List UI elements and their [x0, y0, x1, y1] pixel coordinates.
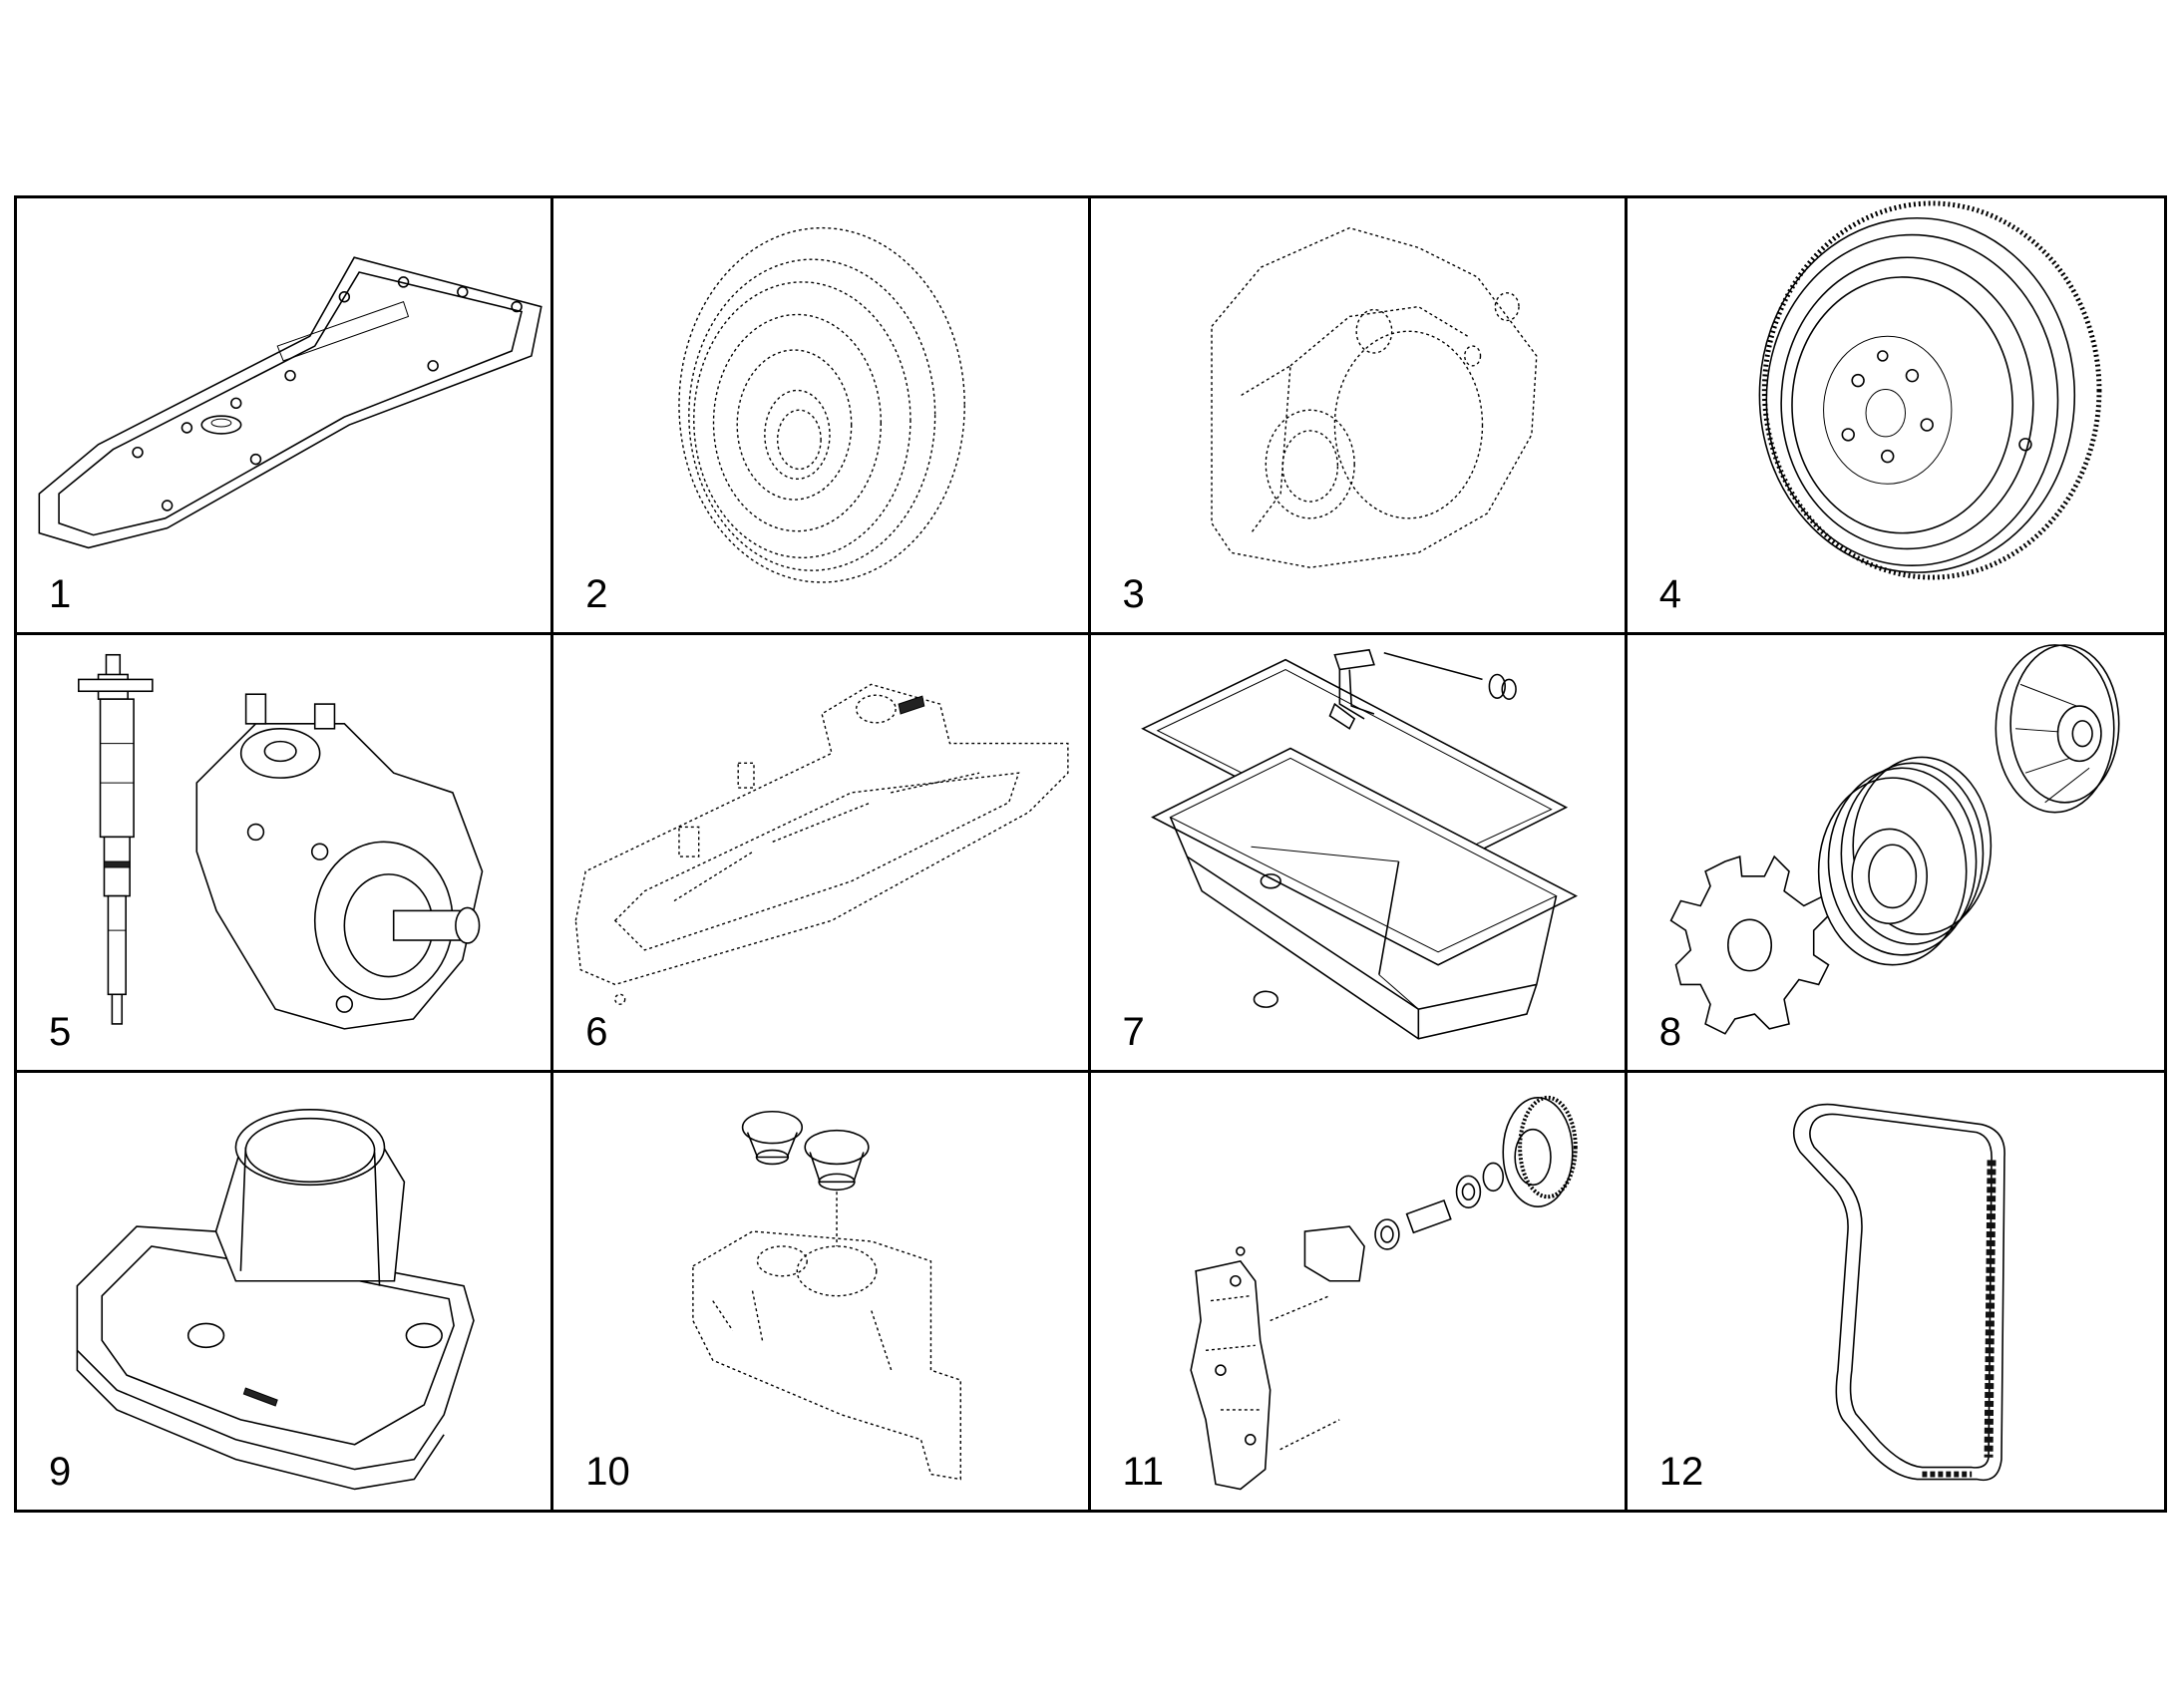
part-cell-3[interactable]: 3	[1090, 198, 1628, 636]
part-number-11: 11	[1122, 1450, 1165, 1494]
part-number-3: 3	[1122, 572, 1145, 617]
part-cell-7[interactable]: 7	[1090, 635, 1628, 1073]
thermostat-assembly-icon	[692, 1110, 962, 1481]
part-cell-6[interactable]: 6	[553, 635, 1091, 1073]
part-cell-2[interactable]: 2	[553, 198, 1091, 636]
part-number-2: 2	[585, 572, 608, 617]
part-cell-1[interactable]: 1	[17, 198, 554, 636]
part-number-5: 5	[49, 1009, 72, 1054]
part-cell-9[interactable]: 9	[17, 1072, 554, 1510]
part-number-12: 12	[1658, 1450, 1704, 1494]
cylinder-head-gasket-icon	[574, 683, 1069, 1006]
part-cell-11[interactable]: 11	[1091, 1072, 1628, 1510]
flywheel-housing-icon	[1210, 226, 1537, 568]
part-cell-4[interactable]: 4	[1627, 198, 2164, 636]
water-pump-parts-icon	[1669, 644, 2120, 1036]
oil-pump-assembly-icon	[1189, 1095, 1578, 1490]
part-number-9: 9	[49, 1450, 72, 1494]
oil-pan-icon	[1140, 649, 1578, 1040]
flywheel-icon	[1758, 200, 2102, 580]
drive-belt-icon	[1792, 1103, 2005, 1481]
part-cell-5[interactable]: 5	[17, 635, 554, 1073]
part-number-1: 1	[49, 572, 72, 617]
part-number-8: 8	[1658, 1009, 1681, 1054]
part-number-10: 10	[585, 1450, 630, 1494]
part-cell-10[interactable]: 10	[553, 1072, 1091, 1510]
damper-pulley-icon	[678, 226, 966, 583]
part-cell-8[interactable]: 8	[1627, 635, 2164, 1073]
injector-and-pump-icon	[78, 654, 484, 1030]
parts-grid: 1 2 3	[14, 195, 2167, 1513]
part-number-7: 7	[1122, 1009, 1145, 1054]
part-cell-12[interactable]: 12	[1628, 1073, 2164, 1510]
part-number-6: 6	[585, 1009, 608, 1054]
part-number-4: 4	[1658, 572, 1681, 617]
valve-cover-icon	[38, 256, 543, 549]
thermostat-housing-icon	[76, 1108, 475, 1490]
